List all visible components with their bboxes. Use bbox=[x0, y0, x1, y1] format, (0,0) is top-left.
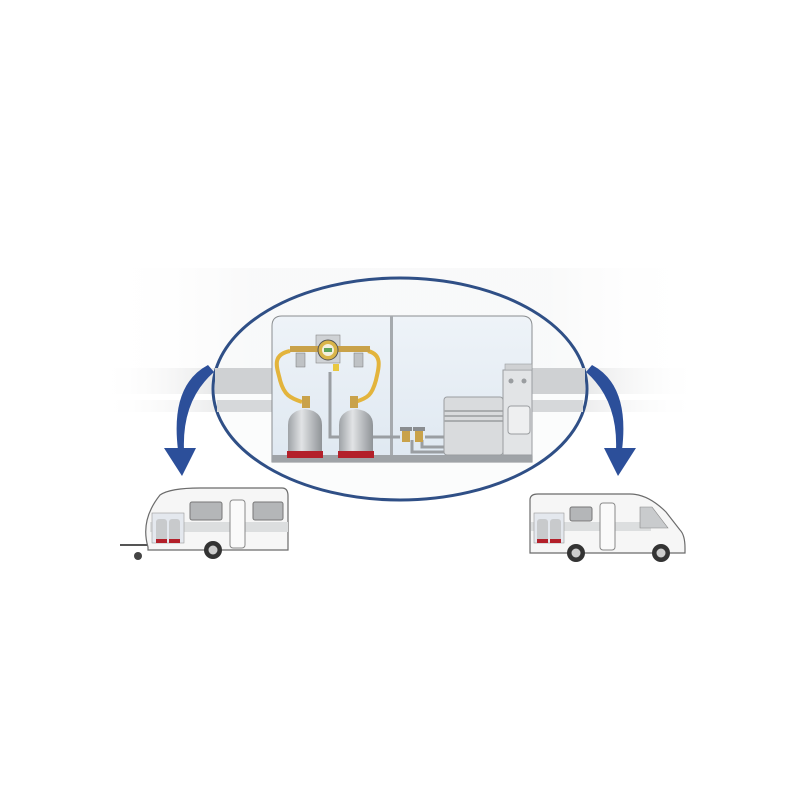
shutoff-valves-icon bbox=[400, 427, 425, 442]
gas-pipe bbox=[328, 372, 445, 454]
left-hose-icon bbox=[274, 349, 303, 404]
caravan-icon bbox=[120, 487, 289, 560]
right-hose-icon bbox=[354, 349, 381, 404]
curved-arrow-down-left-icon bbox=[164, 365, 214, 476]
wall-divider bbox=[390, 316, 393, 458]
motorhome-icon bbox=[529, 493, 686, 562]
gas-regulator-icon bbox=[290, 334, 370, 371]
curved-arrow-down-right-icon bbox=[586, 365, 636, 476]
heater-appliance-icon bbox=[443, 396, 504, 456]
gas-cylinder-icon bbox=[287, 396, 323, 458]
floor bbox=[272, 455, 532, 462]
gas-cylinder-icon bbox=[338, 396, 374, 458]
stove-icon bbox=[502, 363, 533, 456]
